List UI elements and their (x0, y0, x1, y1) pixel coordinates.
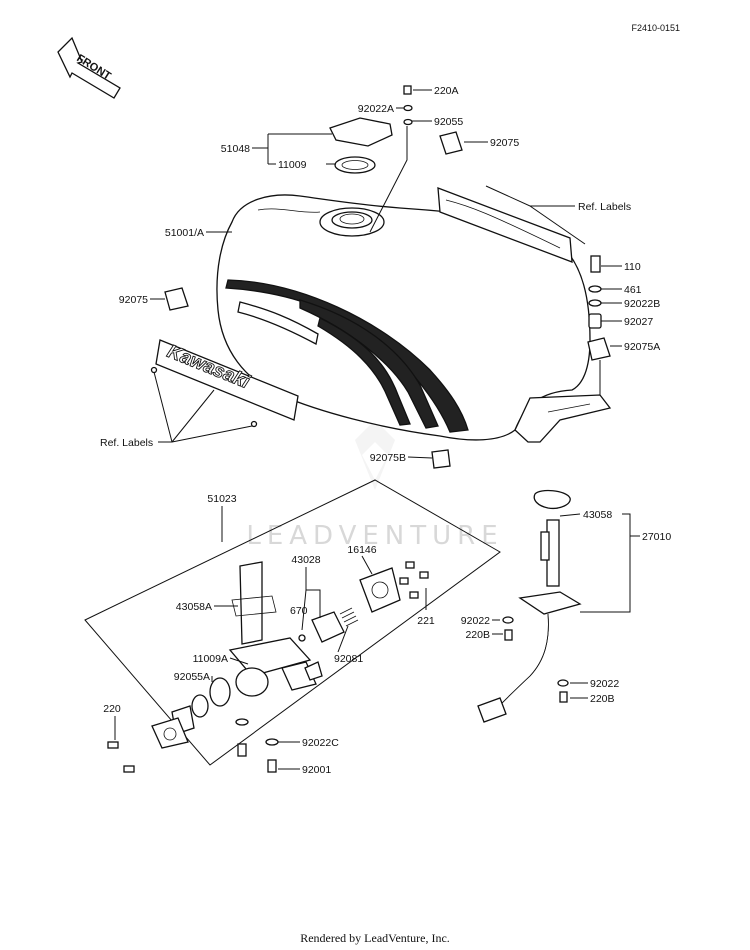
label-92022B: 92022B (624, 298, 660, 310)
label-92075B: 92075B (370, 452, 406, 464)
label-51023: 51023 (207, 493, 236, 505)
filler-gasket (334, 156, 376, 174)
watermark-logo (355, 420, 395, 490)
label-92075-top: 92075 (490, 137, 519, 149)
valve-16146 (359, 567, 401, 613)
label-16146: 16146 (347, 544, 376, 556)
bolt-110 (590, 255, 601, 273)
label-220A: 220A (434, 85, 459, 97)
damper-92075A (587, 337, 611, 361)
label-43028: 43028 (291, 554, 320, 566)
label-27010: 27010 (642, 531, 671, 543)
label-92055: 92055 (434, 116, 463, 128)
label-220B-a: 220B (465, 629, 490, 641)
damper-92075B (431, 449, 451, 469)
label-92022-a: 92022 (461, 615, 490, 627)
damper-92075-left (164, 287, 189, 311)
label-92055A: 92055A (174, 671, 210, 683)
ref-label-strip-right (437, 187, 573, 263)
label-92075-left: 92075 (119, 294, 148, 306)
label-92001: 92001 (302, 764, 331, 776)
label-11009: 11009 (278, 159, 307, 171)
label-43058: 43058 (583, 509, 612, 521)
part-labels: 220A 92022A 92055 92075 51048 11009 5100… (100, 85, 671, 776)
fuel-cock-box (84, 479, 501, 766)
label-43058A: 43058A (176, 601, 212, 613)
cover-43028 (311, 611, 345, 643)
diagram-code: F2410-0151 (631, 23, 680, 33)
label-92075A: 92075A (624, 341, 660, 353)
label-670: 670 (290, 605, 308, 617)
label-92027: 92027 (624, 316, 653, 328)
label-ref-labels-left: Ref. Labels (100, 437, 153, 449)
label-92081: 92081 (334, 653, 363, 665)
collar-92027 (588, 313, 602, 329)
front-arrow-icon: FRONT (57, 36, 121, 99)
leader-lines (114, 89, 640, 770)
label-461: 461 (624, 284, 642, 296)
label-220B-b: 220B (590, 693, 615, 705)
label-ref-labels-right: Ref. Labels (578, 201, 631, 213)
label-110: 110 (624, 261, 641, 273)
label-51001A: 51001/A (165, 227, 204, 239)
label-220: 220 (103, 703, 121, 715)
label-51048: 51048 (221, 143, 250, 155)
label-11009A: 11009A (193, 653, 228, 665)
fuel-tank (216, 194, 612, 443)
label-92022A: 92022A (358, 103, 394, 115)
label-92022-b: 92022 (590, 678, 619, 690)
screw-220A (403, 85, 412, 95)
fuel-cock (228, 561, 323, 697)
fuel-gauge-sender (477, 489, 582, 723)
label-221: 221 (417, 615, 435, 627)
label-92022C: 92022C (302, 737, 339, 749)
filler-cap (329, 117, 393, 147)
damper-92075-top (439, 131, 463, 155)
footer-credit: Rendered by LeadVenture, Inc. (300, 931, 450, 945)
